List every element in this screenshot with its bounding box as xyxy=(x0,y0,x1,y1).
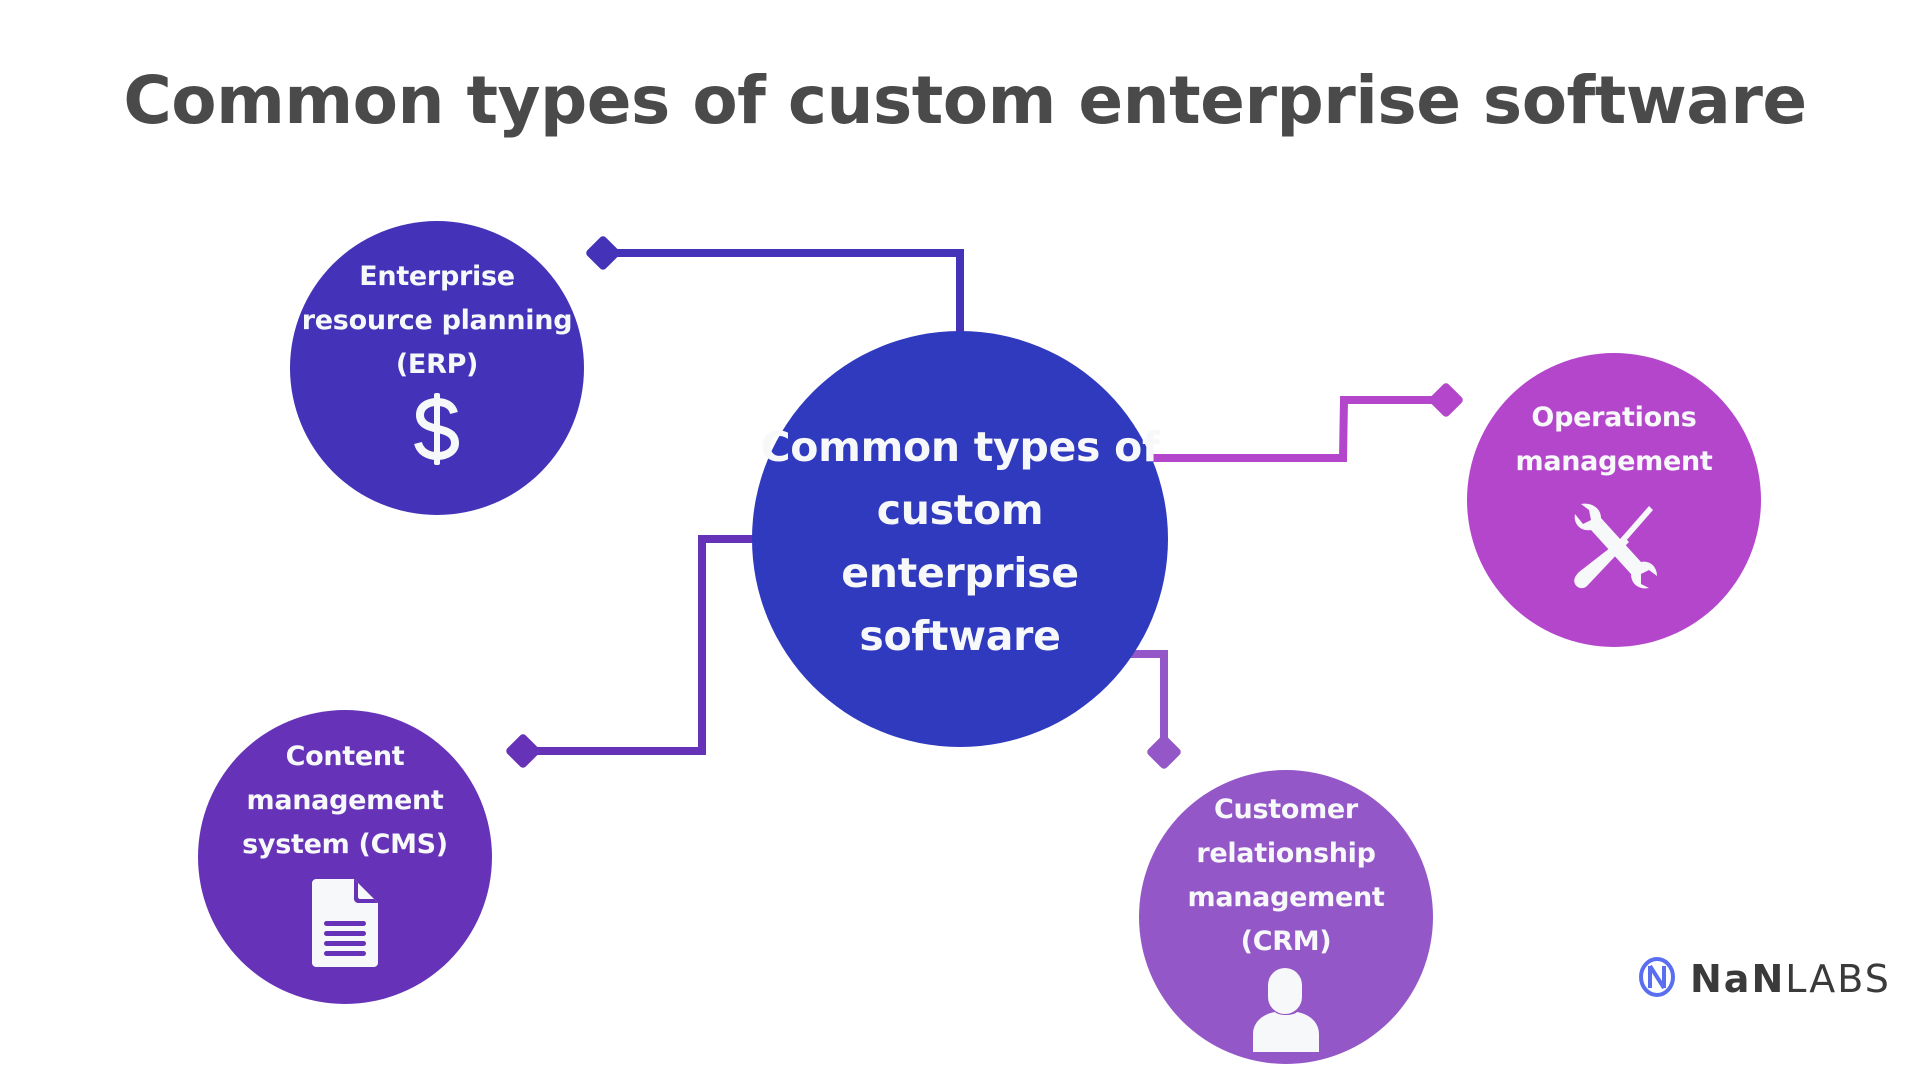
dollar-icon xyxy=(412,393,462,469)
connector-cms xyxy=(506,535,756,768)
document-icon xyxy=(312,879,378,971)
node-erp: Enterprise resource planning (ERP) xyxy=(290,221,584,515)
connector-diamond-cms xyxy=(506,734,540,768)
user-icon xyxy=(1253,968,1319,1056)
nanlabs-logo: NaNLABS xyxy=(1638,956,1891,1002)
connector-ops xyxy=(1150,383,1463,462)
logo-text-labs: LABS xyxy=(1785,957,1891,1001)
center-node-label: Common types of custom enterprise softwa… xyxy=(760,423,1160,660)
node-cms-label: Content management system (CMS) xyxy=(242,741,448,860)
nanlabs-logo-icon xyxy=(1638,956,1676,1002)
node-crm-label: Customer relationship management (CRM) xyxy=(1187,794,1385,957)
connector-diamond-crm xyxy=(1147,735,1181,769)
connector-line-cms xyxy=(523,535,756,755)
node-crm: Customer relationship management (CRM) xyxy=(1139,770,1433,1064)
tools-icon xyxy=(1569,502,1659,594)
node-operations-label: Operations management xyxy=(1515,402,1713,477)
node-erp-label: Enterprise resource planning (ERP) xyxy=(301,261,573,380)
page-title: Common types of custom enterprise softwa… xyxy=(123,62,1807,139)
node-operations: Operations management xyxy=(1467,353,1761,647)
nanlabs-logo-text: NaNLABS xyxy=(1690,957,1891,1001)
connector-line-erp xyxy=(603,249,964,332)
connector-erp xyxy=(586,236,964,332)
connector-line-ops xyxy=(1150,396,1446,462)
connector-diamond-erp xyxy=(586,236,620,270)
connector-line-crm xyxy=(1130,650,1168,752)
connector-crm xyxy=(1130,650,1181,769)
connector-diamond-ops xyxy=(1429,383,1463,417)
logo-text-nan: NaN xyxy=(1690,957,1786,1001)
node-cms: Content management system (CMS) xyxy=(198,710,492,1004)
center-node: Common types of custom enterprise softwa… xyxy=(752,331,1168,747)
